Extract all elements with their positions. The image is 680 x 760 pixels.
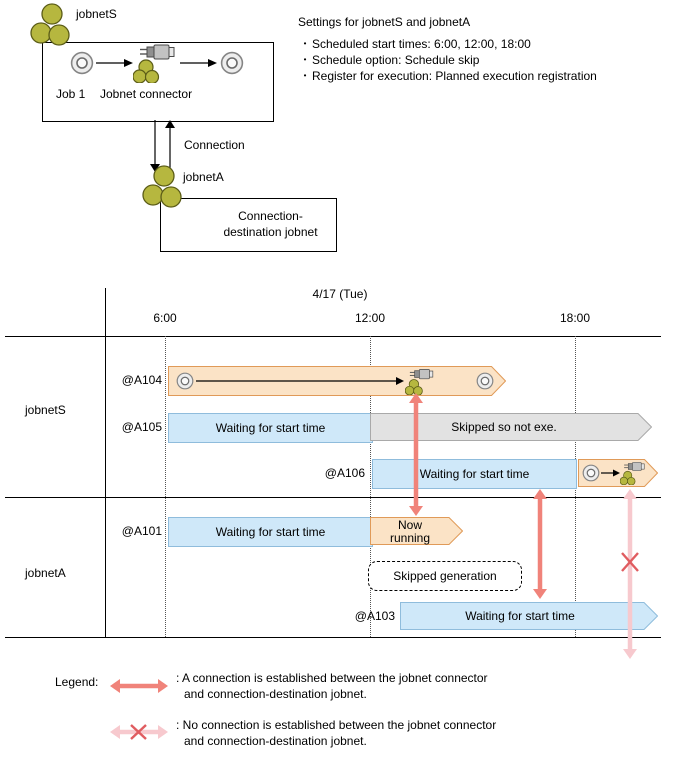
connected-arrow-a106-a103-icon <box>533 489 547 599</box>
setting-item-2: • Schedule option: Schedule skip <box>298 52 597 68</box>
settings-title: Settings for jobnetS and jobnetA <box>298 15 471 29</box>
end-circle-icon <box>476 372 494 390</box>
bar-a106-waiting: Waiting for start time <box>372 459 577 489</box>
section-jobnetS-label: jobnetS <box>25 403 66 417</box>
bottom-border-line <box>5 637 661 638</box>
start-circle-icon <box>582 464 600 482</box>
bar-a105-skipped-text: Skipped so not exe. <box>451 420 556 434</box>
jobnetA-icon <box>142 164 186 210</box>
connection-arrows-icon <box>150 120 175 172</box>
legend-connected-line1: : A connection is established between th… <box>176 671 488 685</box>
start-circle-icon <box>176 372 194 390</box>
bar-a106-waiting-text: Waiting for start time <box>419 467 530 481</box>
jobnet-connector-icon <box>133 43 177 83</box>
skipped-generation-label: Skipped generation <box>393 569 497 583</box>
bar-a101-running: Now running <box>370 517 463 545</box>
bar-a105-waiting: Waiting for start time <box>168 413 373 443</box>
jobnetS-icon <box>30 2 74 48</box>
destination-jobnet-line1: Connection- <box>238 209 303 223</box>
connected-arrow-a104-a101-icon <box>409 393 423 516</box>
bullet-icon: • <box>303 39 307 48</box>
legend-connected-arrow-icon <box>110 679 168 693</box>
job-start-circle-icon <box>70 51 94 75</box>
time-label-6: 6:00 <box>153 311 177 325</box>
destination-jobnet-text: Connection- destination jobnet <box>161 199 358 240</box>
legend-connected-line2: and connection-destination jobnet. <box>184 687 367 701</box>
bullet-icon: • <box>303 55 307 64</box>
bar-a104-running <box>168 366 506 396</box>
bar-a106-running <box>578 459 658 487</box>
section-jobnetA-label: jobnetA <box>25 566 66 580</box>
legend-no-connection-line1: : No connection is established between t… <box>176 718 497 732</box>
settings-block: Settings for jobnetS and jobnetA • Sched… <box>298 15 597 84</box>
row-id-a104: @A104 <box>121 373 162 387</box>
date-header: 4/17 (Tue) <box>312 287 368 301</box>
bar-a101-waiting: Waiting for start time <box>168 517 373 547</box>
row-id-a101: @A101 <box>121 524 162 538</box>
setting-text-3: Register for execution: Planned executio… <box>312 69 597 83</box>
setting-item-3: • Register for execution: Planned execut… <box>298 68 597 84</box>
jobnet-connector-label: Jobnet connector <box>100 87 193 101</box>
bar-a105-skipped: Skipped so not exe. <box>370 413 652 441</box>
bar-a101-waiting-text: Waiting for start time <box>215 525 326 539</box>
setting-item-1: • Scheduled start times: 6:00, 12:00, 18… <box>298 36 597 52</box>
destination-jobnet-line2: destination jobnet <box>223 225 318 239</box>
jobnetA-label: jobnetA <box>183 170 224 184</box>
bar-a101-running-text-line2: running <box>390 531 430 545</box>
jobnetS-label: jobnetS <box>76 7 117 21</box>
gridline-12pm <box>370 336 371 637</box>
connection-label: Connection <box>184 138 245 152</box>
flow-arrow-left-icon <box>96 59 133 67</box>
axis-vertical-line <box>105 288 106 637</box>
no-connection-arrow-icon <box>621 489 639 659</box>
destination-jobnet-box: Connection- destination jobnet <box>160 198 337 252</box>
time-label-18: 18:00 <box>559 311 591 325</box>
legend-no-connection-line2: and connection-destination jobnet. <box>184 734 367 748</box>
setting-text-1: Scheduled start times: 6:00, 12:00, 18:0… <box>312 37 531 51</box>
time-label-12: 12:00 <box>354 311 386 325</box>
bar-a103-waiting-text: Waiting for start time <box>465 609 575 623</box>
flow-arrow-right-icon <box>180 59 217 67</box>
legend-no-connection-arrow-icon <box>110 724 168 740</box>
section-separator-line <box>5 497 661 498</box>
row-id-a103: @A103 <box>354 609 395 623</box>
bar-a101-running-text-line1: Now <box>398 518 422 532</box>
bar-a103-waiting: Waiting for start time <box>400 602 658 630</box>
skipped-generation-box: Skipped generation <box>368 561 522 591</box>
job1-label: Job 1 <box>56 87 86 101</box>
row-id-a106: @A106 <box>324 466 365 480</box>
legend-title: Legend: <box>55 675 99 689</box>
gridline-6am <box>165 336 166 637</box>
setting-text-2: Schedule option: Schedule skip <box>312 53 480 67</box>
row-id-a105: @A105 <box>121 420 162 434</box>
bar-a105-waiting-text: Waiting for start time <box>215 421 326 435</box>
header-separator-line <box>5 336 661 337</box>
bullet-icon: • <box>303 71 307 80</box>
job-end-circle-icon <box>220 51 244 75</box>
